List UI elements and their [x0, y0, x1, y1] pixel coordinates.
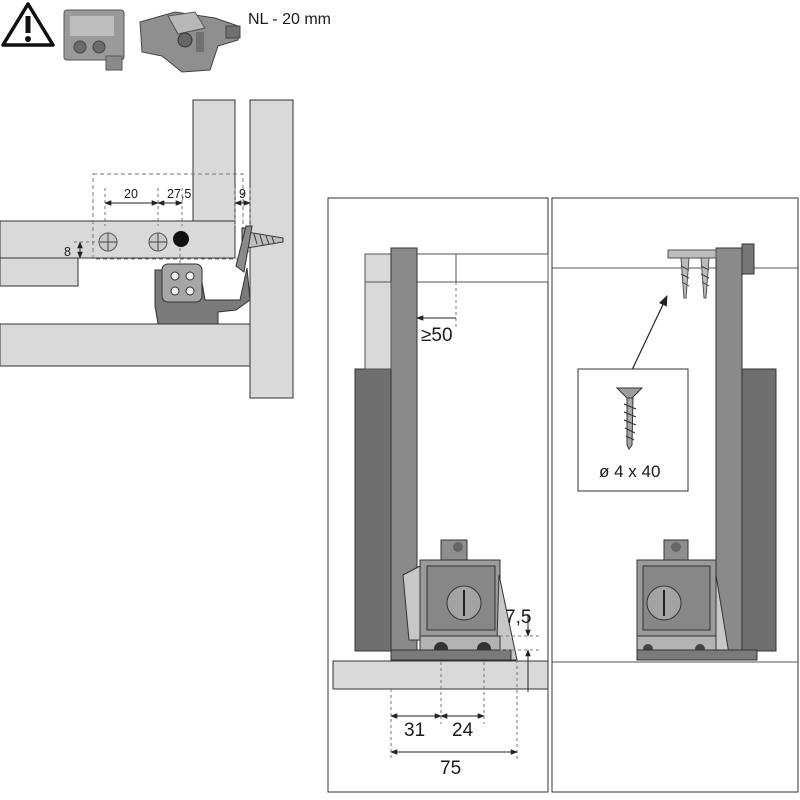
dim-min-clearance: ≥50	[421, 325, 453, 346]
dim-first-hole: 31	[404, 720, 425, 741]
detail-dashed-outline	[92, 173, 244, 260]
dim-offset: 27,5	[167, 187, 191, 201]
callout-arrow	[631, 295, 668, 371]
dim-height: 8	[64, 245, 71, 259]
panel-left-view: ≥50 7,5 31	[327, 197, 549, 793]
dim-second-hole: 24	[452, 720, 474, 741]
dim-hole-spacing: 20	[124, 187, 138, 201]
dim-total: 75	[440, 758, 461, 779]
product-label: NL - 20 mm	[248, 11, 331, 28]
countersunk-screw-icon	[615, 387, 644, 450]
runner-profile	[354, 368, 392, 652]
runner-rail	[0, 323, 251, 367]
side-panel	[192, 99, 236, 223]
locking-device-icon	[139, 11, 241, 73]
screw-callout: ø 4 x 40	[577, 368, 689, 492]
dim-screw-offset: 9	[239, 187, 246, 201]
drawer-side-panel	[715, 247, 743, 657]
front-adjuster-icon	[63, 9, 125, 71]
panel-right-view: ø 4 x 40	[551, 197, 799, 793]
detail-corner-view: 20 27,5 9 8	[0, 99, 294, 399]
runner-profile	[741, 368, 777, 652]
drawer-side	[0, 220, 236, 259]
drawer-bottom	[0, 257, 79, 287]
screw-icon	[667, 249, 717, 299]
locking-device-detail	[154, 225, 253, 325]
bottom-plate	[332, 660, 549, 690]
drill-hole-marker	[148, 232, 168, 252]
warning-icon	[1, 2, 55, 47]
fixing-hole	[173, 231, 189, 247]
drill-hole-marker	[98, 232, 118, 252]
cabinet-side	[249, 99, 294, 399]
locking-device	[636, 539, 758, 661]
locking-device	[390, 539, 518, 661]
screw-spec: ø 4 x 40	[599, 462, 660, 481]
dim-height-offset: 7,5	[505, 607, 531, 628]
